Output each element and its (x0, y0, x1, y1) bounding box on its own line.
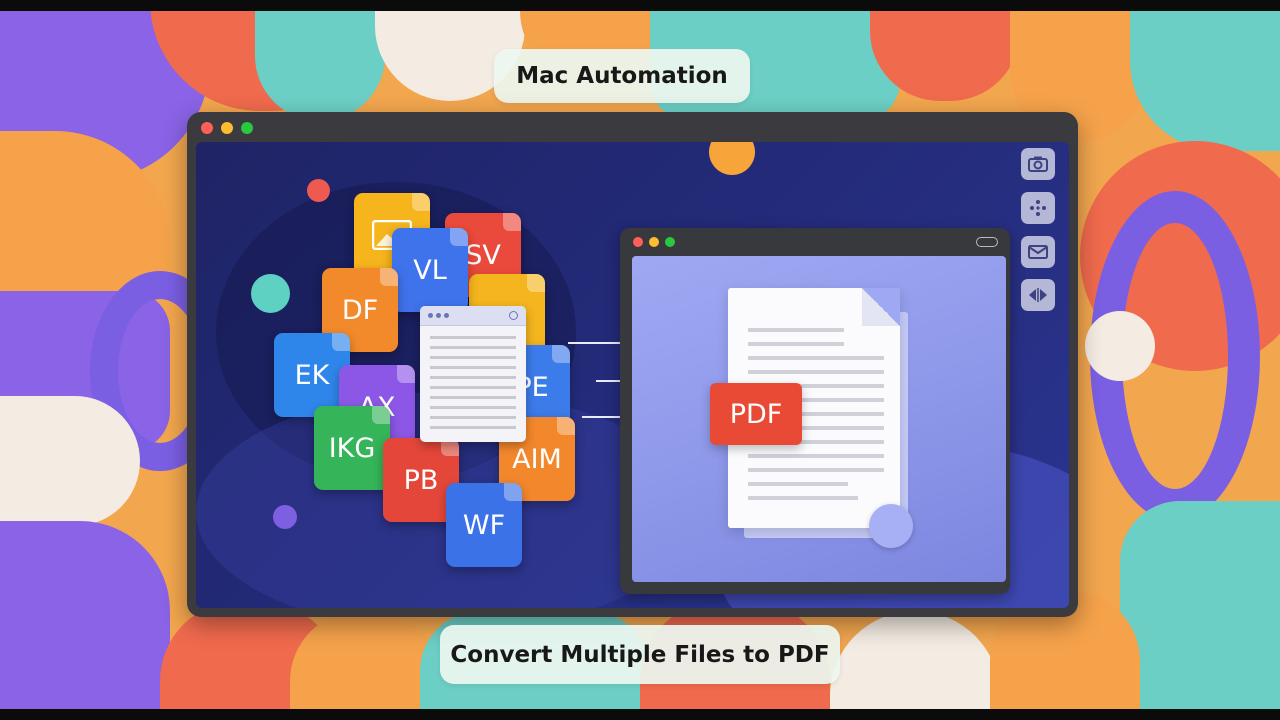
footer-caption: Convert Multiple Files to PDF (440, 625, 840, 684)
mail-icon (1028, 245, 1048, 259)
file-tile-vl: VL (392, 228, 468, 312)
mini-document-window (420, 306, 526, 442)
background-canvas: Mac Automation SV (0, 11, 1280, 709)
camera-button[interactable] (1021, 148, 1055, 180)
header-title: Mac Automation (494, 49, 750, 103)
file-tile-ek: EK (274, 333, 350, 417)
bg-blob (0, 396, 140, 526)
close-window-dot[interactable] (201, 122, 213, 134)
mail-button[interactable] (1021, 236, 1055, 268)
file-tile-wf: WF (446, 483, 522, 567)
decor-dot (307, 179, 330, 202)
decor-dot (251, 274, 290, 313)
camera-icon (1028, 156, 1048, 172)
zoom-window-dot[interactable] (241, 122, 253, 134)
decor-dot (273, 505, 297, 529)
toggle-icon[interactable] (976, 237, 998, 247)
compare-button[interactable] (1021, 279, 1055, 311)
window-controls (201, 122, 253, 134)
close-window-dot[interactable] (633, 237, 643, 247)
file-tile-ikg: IKG (314, 406, 390, 490)
minimize-window-dot[interactable] (649, 237, 659, 247)
output-screen: PDF (632, 256, 1006, 582)
arrows-icon (1029, 288, 1047, 302)
bg-blob (1085, 311, 1155, 381)
bg-blob (0, 521, 170, 709)
main-screen: SV VL DF EK PE AX AIM IKG PB WF (196, 142, 1069, 608)
bg-blob (255, 11, 385, 121)
zoom-window-dot[interactable] (665, 237, 675, 247)
mini-window-titlebar (420, 306, 526, 326)
effects-button[interactable] (1021, 192, 1055, 224)
minimize-window-dot[interactable] (221, 122, 233, 134)
main-window: SV VL DF EK PE AX AIM IKG PB WF (187, 112, 1078, 617)
bg-blob (1130, 11, 1280, 151)
output-window-controls (633, 237, 675, 247)
dots-icon (1030, 200, 1046, 216)
bg-blob (830, 611, 1000, 709)
bg-blob (290, 611, 440, 709)
decor-dot (869, 504, 913, 548)
bg-blob (1120, 501, 1280, 709)
output-window: PDF (620, 228, 1010, 594)
pdf-badge: PDF (710, 383, 802, 445)
file-tile-df: DF (322, 268, 398, 352)
decor-dot (709, 142, 755, 175)
page-fold (862, 288, 900, 326)
